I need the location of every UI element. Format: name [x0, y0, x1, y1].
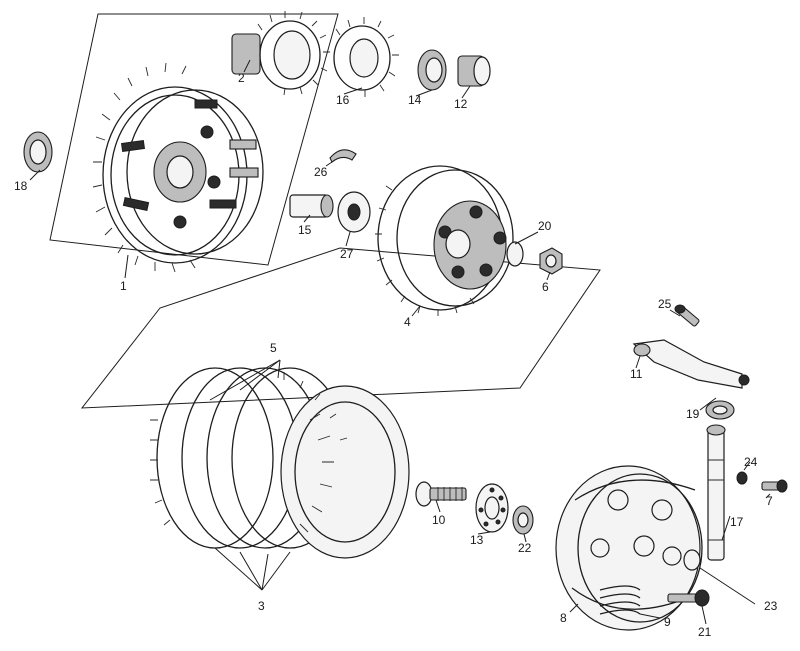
label-16: 16	[336, 93, 350, 107]
thrust-washer-part	[417, 49, 447, 91]
leader-19	[699, 397, 717, 411]
hub-washer-part	[506, 241, 524, 267]
leader-23	[699, 567, 756, 605]
shaft-seal-part	[705, 400, 735, 420]
adjusting-screw-part	[761, 479, 788, 493]
label-7: 7	[766, 494, 773, 508]
label-5: 5	[270, 341, 277, 355]
leader-15	[303, 214, 311, 223]
label-15: 15	[298, 223, 312, 237]
label-2: 2	[238, 71, 245, 85]
release-shaft-part	[706, 424, 726, 561]
leader-2	[243, 59, 251, 73]
label-9: 9	[664, 615, 671, 629]
clutch-basket-part	[92, 62, 264, 273]
leader-13	[477, 531, 491, 535]
label-26: 26	[314, 165, 328, 179]
bushing-part	[457, 55, 491, 87]
leader-21	[701, 605, 707, 625]
label-12: 12	[454, 97, 468, 111]
label-6: 6	[542, 280, 549, 294]
leader-10	[435, 499, 441, 513]
leader-20	[514, 231, 539, 245]
plug-part	[736, 471, 748, 485]
leader-3c	[261, 553, 269, 591]
seal-ring-part	[23, 131, 53, 173]
label-24: 24	[744, 455, 758, 469]
leader-5c	[277, 359, 281, 379]
leader-11	[635, 355, 641, 369]
gear-part	[333, 17, 399, 97]
label-18: 18	[14, 179, 28, 193]
leader-9	[639, 613, 661, 619]
leader-6	[546, 271, 551, 281]
label-11: 11	[630, 367, 643, 381]
clutch-spring-part	[599, 585, 641, 615]
spring-bolt-part	[667, 589, 710, 607]
bearing-washer-part	[512, 505, 534, 535]
leader-22	[523, 533, 527, 543]
leader-24	[743, 461, 751, 471]
label-21: 21	[698, 625, 712, 639]
cam-washer-part	[683, 549, 701, 571]
leader-3d	[261, 551, 291, 591]
leader-27	[345, 231, 351, 247]
label-8: 8	[560, 611, 567, 625]
leader-25	[669, 309, 681, 317]
release-stud-part	[415, 481, 467, 507]
leader-16	[343, 87, 363, 95]
woodruff-key-part	[329, 149, 357, 163]
leader-3a	[214, 547, 263, 591]
label-1: 1	[120, 279, 127, 293]
group-outline-4-3	[80, 247, 601, 409]
leader-18	[29, 169, 41, 181]
lever-bolt-part	[674, 304, 700, 327]
label-20: 20	[538, 219, 552, 233]
leader-7	[765, 493, 771, 499]
hub-nut-part	[539, 247, 563, 275]
label-23: 23	[764, 599, 778, 613]
label-27: 27	[340, 247, 354, 261]
tab-washer-part	[337, 191, 371, 233]
leader-26	[325, 159, 336, 167]
leader-8	[569, 603, 579, 613]
pressure-plate-part	[555, 465, 703, 631]
label-22: 22	[518, 541, 532, 555]
label-25: 25	[658, 297, 672, 311]
leader-1	[124, 254, 129, 279]
leader-14	[415, 89, 433, 97]
label-14: 14	[408, 93, 422, 107]
leader-12	[461, 85, 471, 99]
leader-5a	[209, 359, 281, 401]
gear-sleeve-part	[231, 11, 330, 96]
label-4: 4	[404, 315, 411, 329]
label-17: 17	[730, 515, 744, 529]
spacer-sleeve-part	[289, 194, 334, 218]
leader-17	[721, 515, 731, 541]
label-10: 10	[432, 513, 446, 527]
label-19: 19	[686, 407, 700, 421]
clutch-plate-stack-part	[150, 367, 410, 559]
leader-5b	[239, 359, 281, 391]
clutch-hub-part	[375, 165, 514, 316]
release-lever-part	[632, 339, 750, 389]
leader-3b	[239, 551, 263, 591]
leader-4	[411, 305, 421, 317]
label-13: 13	[470, 533, 484, 547]
group-outline-1	[49, 13, 339, 266]
thrust-bearing-part	[475, 483, 509, 533]
label-3: 3	[258, 599, 265, 613]
